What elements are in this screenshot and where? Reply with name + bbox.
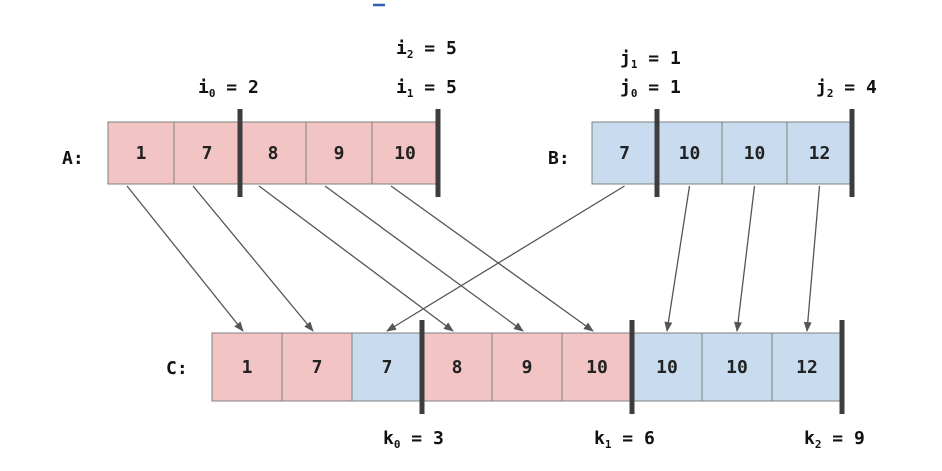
array-a-cell-3: [305, 121, 373, 185]
array-c-cell-0: [211, 332, 283, 402]
array-c-label: C:: [166, 358, 188, 379]
array-c-cell-5: [561, 332, 633, 402]
array-a-value-3: 9: [334, 143, 345, 164]
array-a-cell-0: [107, 121, 175, 185]
index-dividers: [237, 109, 855, 414]
arrow-b2-to-c7: [734, 185, 756, 332]
array-b-value-2: 10: [744, 143, 766, 164]
array-b-value-0: 7: [619, 143, 630, 164]
array-a-cell-1: [173, 121, 241, 185]
arrow-a4-to-c5: [390, 185, 594, 332]
array-b-value-3: 12: [809, 143, 831, 164]
arrow-b1-to-c6: [664, 185, 691, 332]
array-a-value-1: 7: [202, 143, 213, 164]
marker-i1: i1 = 5: [396, 77, 457, 100]
arrow-a2-to-c3: [258, 185, 454, 332]
array-c-cell-3: [421, 332, 493, 402]
arrow-a0-to-c0: [126, 185, 244, 332]
array-c-cell-1: [281, 332, 353, 402]
marker-k0: k0 = 3: [383, 428, 444, 451]
marker-i0: i0 = 2: [198, 77, 259, 100]
array-c-value-4: 9: [522, 357, 533, 378]
arrow-b3-to-c8: [803, 185, 821, 332]
arrow-a1-to-c1: [192, 185, 314, 332]
array-c: 1 7 7 8 9 10 10 10 12: [211, 332, 843, 402]
array-a-value-0: 1: [136, 143, 147, 164]
array-c-value-8: 12: [796, 357, 818, 378]
array-b-cell-1: [656, 121, 723, 185]
array-b-value-1: 10: [679, 143, 701, 164]
array-a-cell-2: [239, 121, 307, 185]
array-b-label: B:: [548, 148, 570, 169]
array-c-cell-4: [491, 332, 563, 402]
array-c-value-7: 10: [726, 357, 748, 378]
mapping-arrows: [126, 185, 821, 332]
array-b-cell-2: [721, 121, 788, 185]
array-c-value-6: 10: [656, 357, 678, 378]
array-c-cell-2: [351, 332, 423, 402]
marker-i2: i2 = 5: [396, 38, 457, 61]
array-c-value-0: 1: [242, 357, 253, 378]
array-b: 7 10 10 12: [591, 121, 853, 185]
array-c-cell-7: [701, 332, 773, 402]
array-c-value-1: 7: [312, 357, 323, 378]
array-a-cell-4: [371, 121, 439, 185]
array-c-value-3: 8: [452, 357, 463, 378]
marker-k2: k2 = 9: [804, 428, 865, 451]
marker-j2: j2 = 4: [816, 77, 877, 100]
array-a-value-2: 8: [268, 143, 279, 164]
array-a: 1 7 8 9 10: [107, 121, 439, 185]
marker-k1: k1 = 6: [594, 428, 655, 451]
array-a-label: A:: [62, 148, 84, 169]
arrow-a3-to-c4: [324, 185, 524, 332]
array-c-cell-6: [631, 332, 703, 402]
array-c-cell-8: [771, 332, 843, 402]
array-c-value-5: 10: [586, 357, 608, 378]
array-b-cell-0: [591, 121, 658, 185]
array-c-value-2: 7: [382, 357, 393, 378]
array-b-cell-3: [786, 121, 853, 185]
arrow-b0-to-c2: [386, 185, 625, 332]
marker-j0: j0 = 1: [620, 77, 681, 100]
marker-j1: j1 = 1: [620, 48, 681, 71]
array-a-value-4: 10: [394, 143, 416, 164]
